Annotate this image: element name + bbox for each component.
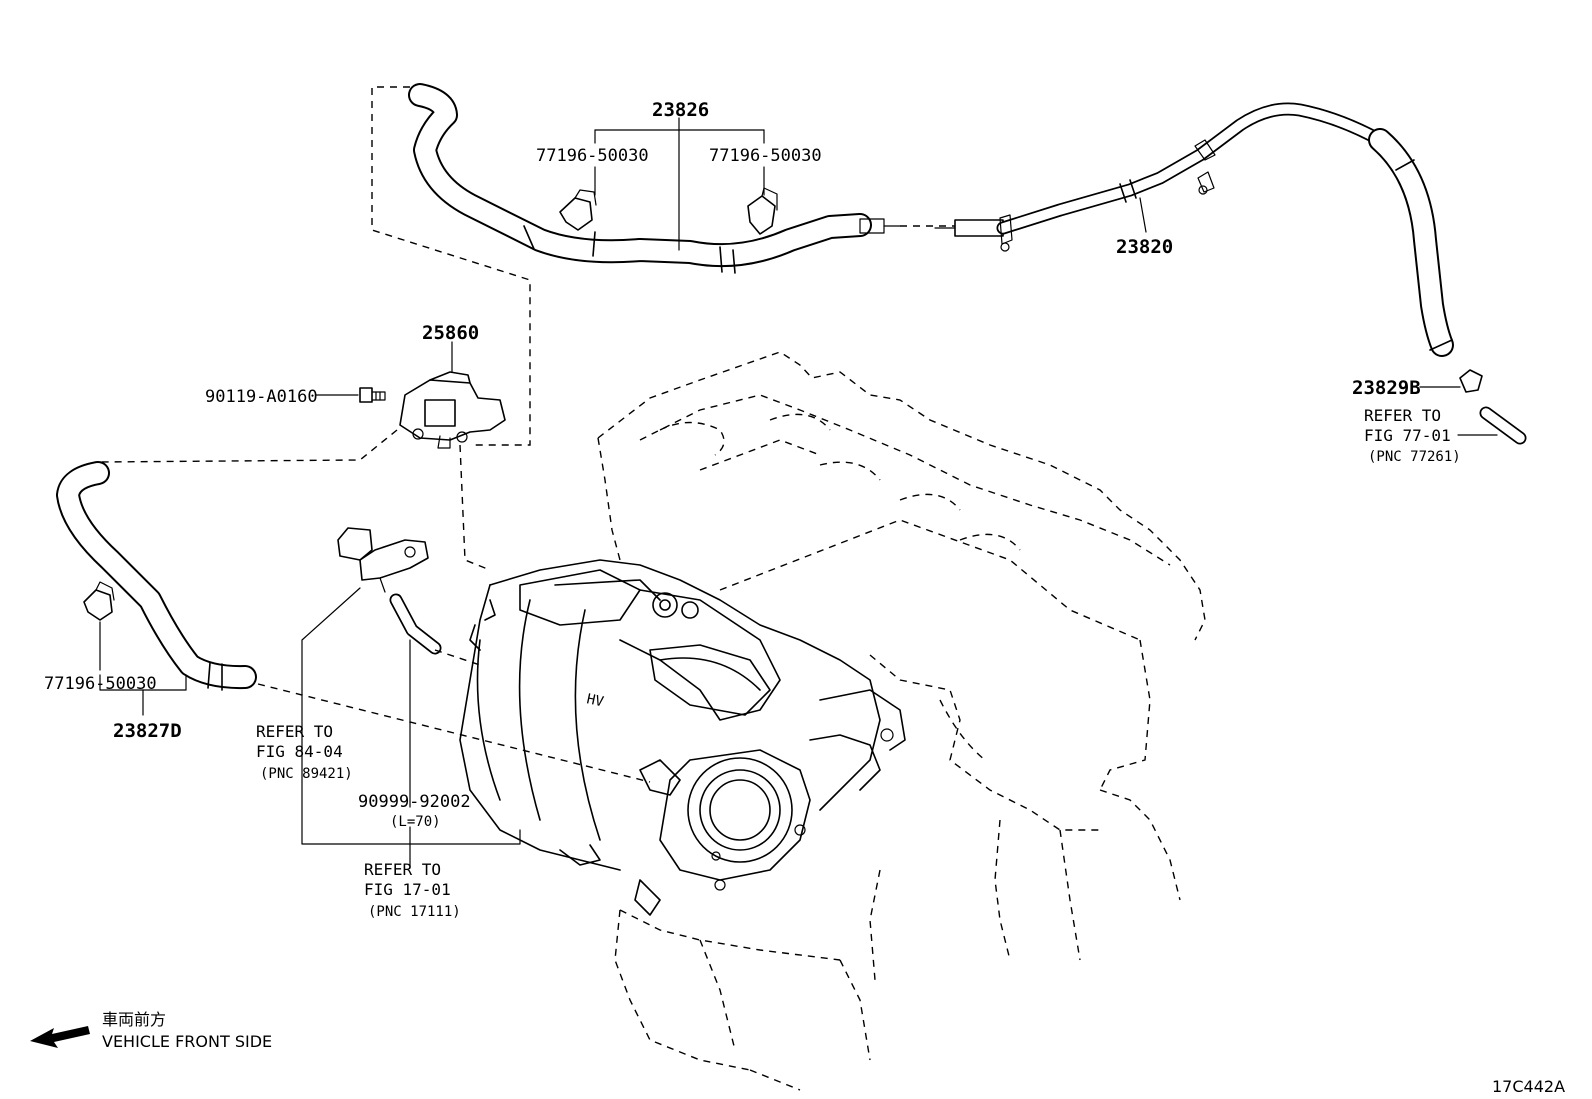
label-77196-a: 77196-50030 (536, 146, 649, 166)
clamp-77196-a (559, 189, 597, 231)
pipe-77261 (1479, 406, 1527, 445)
label-90999-length: (L=70) (390, 814, 441, 830)
label-23820: 23820 (1116, 236, 1173, 258)
ref-fig84-line3: (PNC 89421) (260, 766, 353, 782)
clamp-23829b (1459, 369, 1483, 393)
label-23827d: 23827D (113, 720, 182, 742)
label-23829b: 23829B (1352, 377, 1421, 399)
sensor-connector (337, 527, 429, 593)
label-23826: 23826 (652, 99, 709, 121)
hose-23827d (56, 461, 257, 691)
ref-fig17-line1: REFER TO (364, 860, 441, 879)
vehicle-front-indicator: 車両前方 VEHICLE FRONT SIDE (30, 1010, 272, 1051)
ref-fig77-line3: (PNC 77261) (1368, 449, 1461, 465)
electric-compressor: HV (459, 559, 906, 916)
vehicle-front-jp: 車両前方 (102, 1010, 166, 1029)
front-arrow-icon (30, 1026, 90, 1048)
vehicle-front-en: VEHICLE FRONT SIDE (102, 1032, 272, 1051)
compressor-hv-mark: HV (585, 691, 605, 710)
ref-fig17-line2: FIG 17-01 (364, 880, 451, 899)
clamp-77196-c (83, 581, 115, 621)
ref-fig17-line3: (PNC 17111) (368, 904, 461, 920)
ref-fig77-line1: REFER TO (1364, 406, 1441, 425)
engine-block-outline (597, 351, 1206, 1091)
ref-fig84-line2: FIG 84-04 (256, 742, 343, 761)
leader-lines (99, 117, 1498, 867)
ref-fig84-line1: REFER TO (256, 722, 333, 741)
labels: 23826 77196-50030 77196-50030 23820 2586… (44, 99, 1461, 920)
label-77196-b: 77196-50030 (709, 146, 822, 166)
label-90999: 90999-92002 (358, 792, 471, 812)
clamp-77196-b (747, 187, 778, 235)
small-hose-90999 (389, 593, 442, 655)
connection-lines (99, 86, 955, 783)
hose-23826 (408, 83, 901, 274)
label-25860: 25860 (422, 322, 479, 344)
vsv-25860 (399, 371, 506, 449)
bolt-90119 (359, 387, 386, 403)
hose-23820 (934, 102, 1454, 357)
label-90119: 90119-A0160 (205, 387, 318, 407)
ref-fig77-line2: FIG 77-01 (1364, 426, 1451, 445)
label-77196-c: 77196-50030 (44, 674, 157, 694)
figure-id: 17C442A (1492, 1077, 1565, 1096)
